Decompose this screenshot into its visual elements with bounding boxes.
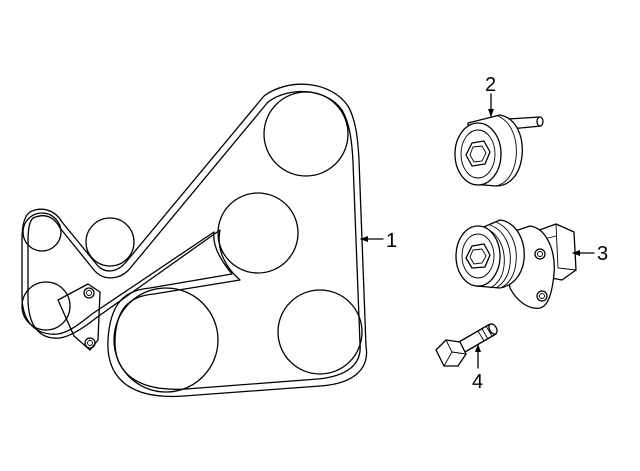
upper-left-pulley [22,212,62,252]
center-pulley [217,192,299,274]
lower-right-pulley [277,289,363,375]
belt-tensioner [455,219,577,309]
pulleys [21,91,363,393]
mounting-bracket [57,283,101,351]
serpentine-belt [21,83,368,398]
mounting-bolt [435,323,498,367]
idler-pulley [454,114,544,187]
callout-idler: 2 [485,74,496,96]
bracket-bolt-lower [84,337,96,349]
leader-lines [360,93,595,369]
lower-left-pulley [21,281,71,331]
crankshaft-pulley [113,287,219,393]
callout-tensioner: 3 [597,243,608,265]
callout-belt: 1 [386,230,397,252]
top-right-pulley [263,91,349,177]
bracket-bolt-upper [83,287,95,299]
callout-bolt: 4 [472,371,483,393]
small-idler-pulley [85,217,135,267]
